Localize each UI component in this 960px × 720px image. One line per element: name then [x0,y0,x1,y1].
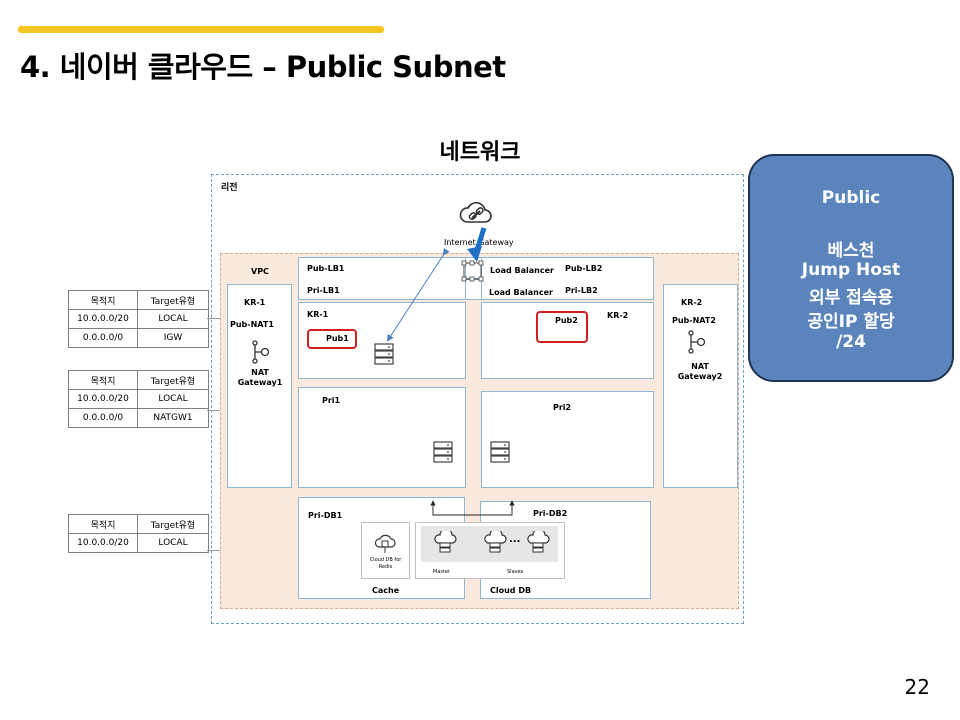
callout-line: Jump Host [801,260,901,280]
cloud-db-icon [434,531,457,553]
clouddb-label: Cloud DB [490,586,532,595]
slaves-ellipsis: ... [509,534,521,545]
kr2-nat-zone [663,284,738,488]
callout-line: 외부 접속용 [808,288,894,308]
pri-lb1-label: Pri-LB1 [307,286,340,295]
redis-label: Cloud DB for Redis [369,557,402,570]
pub-lb2-label: Pub-LB2 [565,264,603,273]
cloud-link-icon [459,202,492,223]
callout-line: /24 [836,332,866,352]
pri-db2-label: Pri-DB2 [533,509,568,518]
pub1-label: Pub1 [326,334,349,343]
pub-lb1-label: Pub-LB1 [307,264,345,273]
redis-chip-icon [374,534,396,553]
pri-lb2-label: Pri-LB2 [565,286,598,295]
nat-gateway-icon [688,330,706,354]
slaves-label: Slaves [507,569,524,575]
ig-to-pub1-arrow [386,247,450,342]
kr1-nat-zone [227,284,292,488]
pub1-highlight [307,329,357,349]
kr2-subnet-zone-label: KR-2 [607,311,629,320]
cloud-db-icon [527,531,550,553]
connector-line [207,318,228,319]
cache-label: Cache [372,586,400,595]
kr1-subnet-zone-label: KR-1 [307,310,329,319]
region-label: 리전 [221,183,238,193]
diagram-title: 네트워크 [439,140,521,165]
nat-gateway-icon [252,340,270,364]
pub2-highlight [536,311,588,343]
nat-gateway2-label: NAT Gateway2 [677,362,723,381]
server-icon [374,343,394,365]
page-number: 22 [904,675,930,699]
blue-arrow-head [467,246,482,262]
pri2-subnet [481,391,654,488]
lb2-box [481,257,654,300]
kr2-zone-label: KR-2 [681,298,703,307]
cloud-db-icon [484,531,507,553]
load-balancer-label-1: Load Balancer [490,266,554,275]
vpc-label: VPC [251,267,269,276]
server-icon [490,441,510,463]
pri2-label: Pri2 [553,403,572,412]
pub-nat1-label: Pub-NAT1 [230,320,274,329]
callout-line: 공인IP 할당 [807,312,895,332]
pub-nat2-label: Pub-NAT2 [672,316,716,325]
pri1-label: Pri1 [322,396,341,405]
public-subnet-callout: Public 베스천 Jump Host 외부 접속용 공인IP 할당 /24 [748,154,954,382]
accent-bar [18,26,384,33]
pub2-label: Pub2 [555,316,578,325]
region-box [211,174,744,624]
kr1-zone-label: KR-1 [244,298,266,307]
nat-gateway1-label: NAT Gateway1 [237,368,283,387]
master-label: Master [433,569,451,575]
pri1-subnet [298,387,466,488]
slide-title: 4. 네이버 클라우드 – Public Subnet [20,50,506,84]
pri-db1-label: Pri-DB1 [308,511,343,520]
load-balancer-label-2: Load Balancer [489,288,553,297]
callout-heading: Public [821,188,881,208]
server-icon [433,441,453,463]
db-replication-line [432,508,513,516]
callout-line: 베스천 [827,241,875,261]
